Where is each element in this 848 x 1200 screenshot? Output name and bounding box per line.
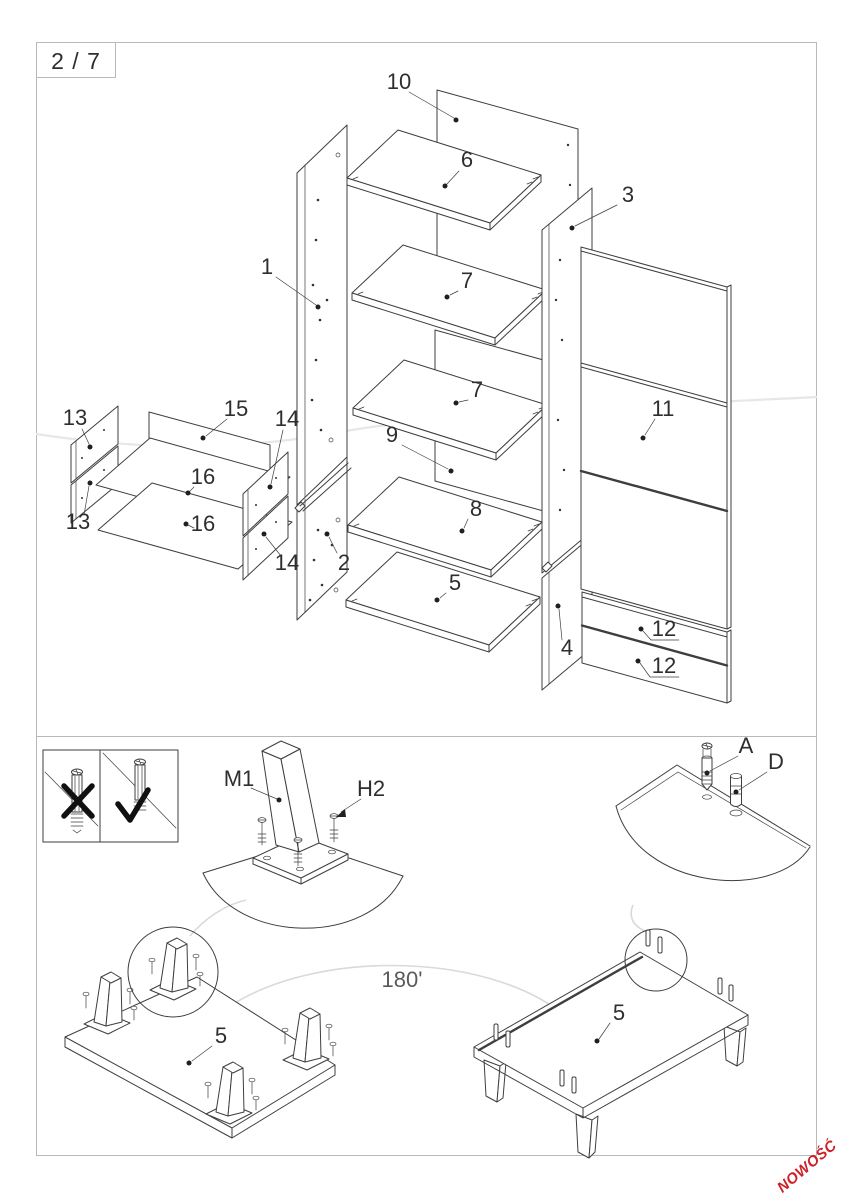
x-mark-icon — [61, 783, 95, 819]
part-label-8: 8 — [470, 496, 482, 521]
leg-e — [281, 1007, 337, 1071]
hardware-label-m1: M1 — [224, 766, 255, 791]
drawer-side-panels-13 — [70, 405, 119, 524]
dowel-corner-detail: A D — [615, 733, 811, 881]
page-border — [36, 42, 817, 1156]
part-label-9: 9 — [386, 422, 398, 447]
part-label-4: 4 — [561, 635, 573, 660]
rotation-180-label: 180' — [382, 967, 423, 992]
door-panel-11 — [579, 246, 732, 630]
hardware-label-h2: H2 — [357, 776, 385, 801]
rotation-arrow-curve — [229, 964, 571, 1021]
drawer-side-panels-14 — [242, 451, 289, 581]
part-label-10: 10 — [387, 69, 411, 94]
leg-s — [204, 1061, 260, 1125]
part-label-5-right-assembly: 5 — [613, 1000, 625, 1025]
page-number-box — [36, 42, 116, 78]
part-label-5-left-assembly: 5 — [215, 1023, 227, 1048]
drawer-fronts-12 — [580, 591, 732, 704]
h2-arrowhead — [336, 809, 346, 817]
panel5-legs-down-assembly: 5 — [473, 928, 749, 1159]
shelf-8 — [347, 476, 543, 578]
part-label-7-lower: 7 — [471, 377, 483, 402]
side-panel-2 — [294, 456, 352, 621]
part-label-14-upper: 14 — [275, 406, 299, 431]
dowel-pins — [493, 929, 734, 1094]
shelf-7-upper — [351, 244, 547, 346]
panel5-legs-up-assembly: 5 — [64, 926, 337, 1139]
side-panel-1 — [296, 124, 348, 507]
check-mark-icon — [115, 787, 151, 823]
part-label-2: 2 — [338, 550, 350, 575]
page-indicator: 2 / 7 — [51, 48, 101, 74]
part-label-16-upper: 16 — [191, 464, 215, 489]
part-label-12-upper: 12 — [652, 616, 676, 641]
part-label-1: 1 — [261, 254, 273, 279]
dowel-wrong — [61, 768, 95, 834]
bottom-panel-5 — [345, 551, 541, 653]
part-label-16-lower: 16 — [191, 511, 215, 536]
wardrobe-exploded-view: 10 6 3 1 7 7 11 9 8 5 2 4 12 — [63, 69, 732, 704]
part-label-12-lower: 12 — [652, 653, 676, 678]
part-label-6: 6 — [461, 147, 473, 172]
part-label-11: 11 — [652, 396, 675, 421]
cam-bolt — [701, 742, 713, 791]
leg-w — [82, 971, 138, 1035]
detail-circle-left — [127, 926, 219, 1018]
part-label-13-lower: 13 — [66, 509, 90, 534]
hardware-label-d: D — [768, 749, 784, 774]
leg-n — [148, 937, 204, 1001]
dowel-depth-inset — [42, 749, 179, 843]
new-product-badge: NOWOŚĆ — [773, 1136, 840, 1197]
hardware-label-a: A — [739, 733, 754, 758]
leg-mounting-detail: M1 H2 — [202, 740, 404, 929]
part-label-14-lower: 14 — [275, 550, 299, 575]
mounting-screws — [257, 813, 339, 867]
part-label-13-upper: 13 — [63, 405, 87, 430]
part-label-5: 5 — [449, 570, 461, 595]
part-label-15: 15 — [224, 396, 248, 421]
dowel-correct — [115, 758, 151, 823]
part-callouts: 10 6 3 1 7 7 11 9 8 5 2 4 12 — [63, 69, 680, 678]
part-label-3: 3 — [622, 182, 634, 207]
shelf-6 — [346, 129, 542, 231]
part-label-7-upper: 7 — [461, 268, 473, 293]
shelf-7-lower — [352, 359, 548, 461]
detail-circle-right — [624, 928, 688, 992]
